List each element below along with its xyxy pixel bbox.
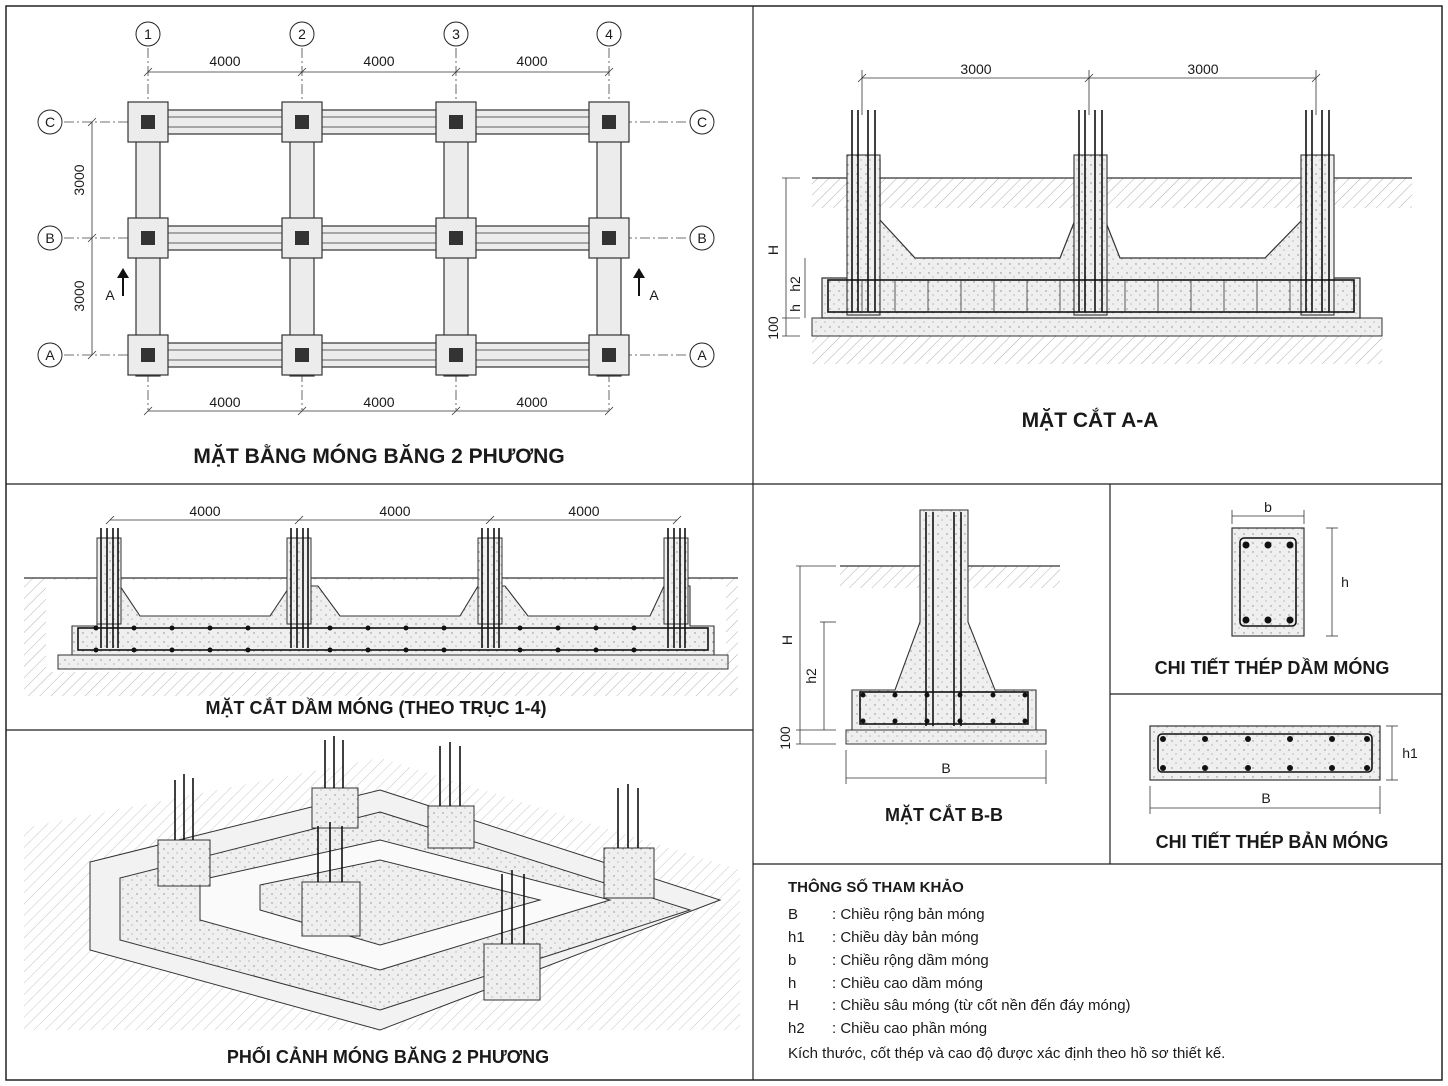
aa-label-H: H [765, 245, 781, 255]
plan-pads [127, 101, 630, 376]
pad-c1 [127, 101, 169, 143]
plan-side-dims: 3000 3000 [71, 117, 97, 360]
aa-dim-2: 3000 [1187, 61, 1218, 77]
bb-label-H: H [779, 635, 795, 645]
col-axis-1: 1 [144, 26, 152, 42]
row-axis-b-left: B [45, 230, 54, 246]
row-axis-c-left: C [45, 114, 55, 130]
plan-top-dim-3: 4000 [516, 53, 547, 69]
pad-b1 [127, 217, 169, 259]
row-axis-b-right: B [697, 230, 706, 246]
plan-top-dim-2: 4000 [363, 53, 394, 69]
note-desc-1: : Chiều rộng bản móng [832, 906, 985, 923]
perspective-panel: PHỐI CẢNH MÓNG BĂNG 2 PHƯƠNG [24, 736, 740, 1067]
beam-detail-title: CHI TIẾT THÉP DẦM MÓNG [1155, 657, 1390, 678]
plan-bottom-dim-3: 4000 [516, 394, 547, 410]
aa-label-h: h [787, 304, 803, 312]
plan-panel: 1 2 3 4 C C B B A A 4000 [37, 21, 715, 468]
beam-detail-panel: b h CHI TIẾT THÉP DẦM MÓNG [1155, 499, 1390, 678]
note-sym-5: H [788, 997, 799, 1014]
col-axis-2: 2 [298, 26, 306, 42]
note-desc-4: : Chiều cao dầm móng [832, 975, 983, 992]
perspective-title: PHỐI CẢNH MÓNG BĂNG 2 PHƯƠNG [227, 1046, 549, 1067]
beam-detail-b: b [1264, 499, 1272, 515]
note-desc-6: : Chiều cao phần móng [832, 1020, 987, 1037]
row-axis-a-left: A [45, 347, 55, 363]
section-bb-panel: H h2 100 B MẶT CẮT B-B [777, 509, 1060, 825]
row-axis-bubbles: C C B B A A [37, 109, 715, 368]
beam-dim-1: 4000 [189, 503, 220, 519]
perspective-columns [157, 787, 655, 1001]
bb-label-B: B [941, 760, 950, 776]
note-sym-3: b [788, 952, 796, 969]
plan-top-dims: 4000 4000 4000 [143, 53, 614, 77]
note-desc-3: : Chiều rộng dầm móng [832, 952, 989, 969]
notes-panel: THÔNG SỐ THAM KHẢO B : Chiều rộng bản mó… [788, 878, 1225, 1062]
note-sym-6: h2 [788, 1020, 805, 1037]
pad-a4 [588, 334, 630, 376]
beam-dim-2: 4000 [379, 503, 410, 519]
pad-a3 [435, 334, 477, 376]
beam-section-title: MẶT CẮT DẦM MÓNG (THEO TRỤC 1-4) [206, 697, 547, 718]
bb-title: MẶT CẮT B-B [885, 804, 1003, 825]
notes-heading: THÔNG SỐ THAM KHẢO [788, 878, 964, 896]
plan-side-dim-1: 3000 [71, 164, 87, 195]
slab-detail-B: B [1261, 790, 1270, 806]
beam-detail-h: h [1341, 574, 1349, 590]
col-axis-4: 4 [605, 26, 613, 42]
plan-side-dim-2: 3000 [71, 280, 87, 311]
section-marker-right: A [633, 268, 659, 303]
col-axis-3: 3 [452, 26, 460, 42]
bb-label-h2: h2 [803, 668, 819, 684]
slab-detail-h1: h1 [1402, 745, 1418, 761]
row-axis-c-right: C [697, 114, 707, 130]
pad-b4 [588, 217, 630, 259]
note-desc-5: : Chiều sâu móng (từ cốt nền đến đáy món… [832, 997, 1131, 1014]
pad-a2 [281, 334, 323, 376]
pad-c4 [588, 101, 630, 143]
plan-top-dim-1: 4000 [209, 53, 240, 69]
beam-dim-3: 4000 [568, 503, 599, 519]
notes-footer: Kích thước, cốt thép và cao độ được xác … [788, 1045, 1225, 1062]
aa-label-h2: h2 [787, 276, 803, 292]
note-sym-2: h1 [788, 929, 805, 946]
bb-label-base: 100 [777, 726, 793, 750]
aa-label-base: 100 [765, 316, 781, 340]
plan-title: MẶT BẰNG MÓNG BĂNG 2 PHƯƠNG [193, 444, 564, 468]
row-axis-a-right: A [697, 347, 707, 363]
beam-section-panel: 4000 4000 4000 MẶT CẮT DẦM MÓNG (THEO TR… [24, 503, 738, 718]
section-aa-panel: 3000 3000 H h2 h 100 MẶT CẮT A-A [765, 61, 1412, 432]
aa-dim-1: 3000 [960, 61, 991, 77]
note-sym-4: h [788, 975, 796, 992]
plan-bottom-dim-1: 4000 [209, 394, 240, 410]
pad-c3 [435, 101, 477, 143]
note-desc-2: : Chiều dày bản móng [832, 929, 979, 946]
pad-b2 [281, 217, 323, 259]
note-sym-1: B [788, 906, 798, 923]
pad-c2 [281, 101, 323, 143]
pad-a1 [127, 334, 169, 376]
section-mark-left-label: A [105, 287, 115, 303]
slab-detail-title: CHI TIẾT THÉP BẢN MÓNG [1156, 831, 1389, 852]
slab-detail-panel: h1 B CHI TIẾT THÉP BẢN MÓNG [1149, 725, 1418, 852]
aa-title: MẶT CẮT A-A [1022, 408, 1159, 432]
section-marker-left: A [105, 268, 129, 303]
plan-strips [129, 103, 629, 377]
plan-bottom-dims: 4000 4000 4000 [143, 394, 614, 416]
pad-b3 [435, 217, 477, 259]
plan-bottom-dim-2: 4000 [363, 394, 394, 410]
col-axis-bubbles: 1 2 3 4 [135, 21, 622, 47]
panel-frames [5, 5, 1443, 1081]
section-mark-right-label: A [649, 287, 659, 303]
